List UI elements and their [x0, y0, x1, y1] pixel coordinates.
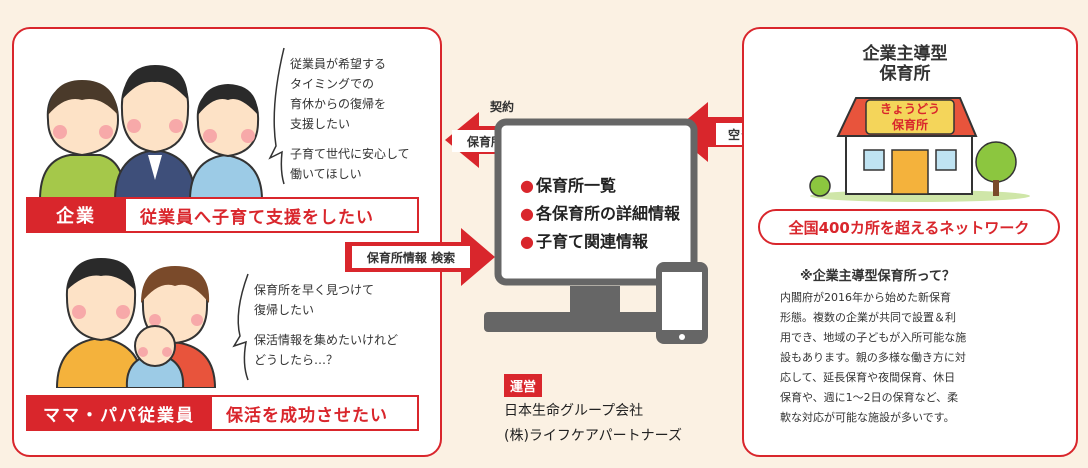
bubble-line: 復帰したい	[254, 303, 315, 317]
note-line: 軟な対応が可能な施設が多いです。	[780, 411, 955, 424]
employee-header: ママ・パパ従業員 保活を成功させたい	[26, 395, 419, 431]
monitor-illustration	[484, 118, 708, 332]
bubble-line: 従業員が希望する	[290, 57, 387, 71]
note-line: 設もあります。親の多様な働き方に対	[780, 351, 966, 364]
note-title: ※企業主導型保育所って？	[800, 269, 955, 284]
bubble-line: 子育て世代に安心して	[290, 147, 410, 161]
company-headline: 従業員へ子育て支援をしたい	[126, 197, 419, 233]
facility-title-line1: 企業主導型	[862, 44, 948, 64]
company-people-illustration	[38, 65, 264, 200]
facility-title: 企業主導型 保育所	[850, 44, 960, 84]
bullet-icon: ●	[520, 232, 534, 251]
employee-speech-bubble: 保育所を早く見つけて 復帰したい 保活情報を集めたいけれど どうしたら…？	[254, 280, 398, 370]
company-tag: 企業	[26, 197, 126, 233]
note-line: 保育や、週に1～2日の保育など、柔	[780, 391, 959, 404]
monitor-item-text: 子育て関連情報	[535, 232, 648, 251]
monitor-item-text: 各保育所の詳細情報	[535, 204, 680, 223]
employee-headline: 保活を成功させたい	[212, 395, 419, 431]
operator-company-name: (株)ライフケアパートナーズ	[504, 428, 682, 444]
operator-label: 運営	[504, 374, 543, 397]
company-header: 企業 従業員へ子育て支援をしたい	[26, 197, 419, 233]
search-label: 保育所情報 検索	[352, 246, 470, 268]
note-line: 形態。複数の企業が共同で設置＆利	[780, 311, 956, 324]
bubble-line: どうしたら…？	[254, 353, 339, 367]
bubble-line: 保育所を早く見つけて	[254, 283, 375, 297]
bubble-line: 働いてほしい	[290, 167, 362, 181]
nursery-sign-line1: きょうどう	[879, 102, 940, 116]
bubble-line: 支援したい	[290, 117, 351, 131]
employee-tag: ママ・パパ従業員	[26, 395, 212, 431]
monitor-item-nursery-details: ●各保育所の詳細情報	[520, 200, 680, 224]
monitor-item-nursery-list: ●保育所一覧	[520, 172, 616, 196]
family-illustration	[55, 258, 217, 388]
bubble-line: タイミングでの	[290, 77, 375, 91]
employee-speech-bubble-outline	[232, 273, 249, 381]
note-body: 内閣府が2016年から始めた新保育 形態。複数の企業が共同で設置＆利 用でき、地…	[780, 288, 966, 428]
note-line: 用でき、地域の子どもが入所可能な施	[780, 331, 967, 344]
company-speech-bubble-outline	[268, 47, 285, 185]
nursery-sign: きょうどう 保育所	[866, 101, 954, 133]
monitor-item-text: 保育所一覧	[535, 176, 616, 195]
bubble-line: 育休からの復帰を	[290, 97, 387, 111]
nursery-building-illustration	[809, 97, 1030, 202]
bullet-icon: ●	[520, 176, 534, 195]
contract-label: 契約	[490, 100, 515, 114]
monitor-item-parenting-info: ●子育て関連情報	[520, 228, 648, 252]
smartphone-illustration	[656, 262, 708, 344]
facility-title-line2: 保育所	[879, 64, 931, 84]
note-line: 内閣府が2016年から始めた新保育	[780, 291, 951, 304]
company-speech-bubble: 従業員が希望する タイミングでの 育休からの復帰を 支援したい 子育て世代に安心…	[290, 54, 410, 184]
bullet-icon: ●	[520, 204, 534, 223]
nursery-sign-line2: 保育所	[891, 118, 928, 132]
note-line: 応して、延長保育や夜間保育、休日	[780, 371, 956, 384]
operator-company-group: 日本生命グループ会社	[504, 403, 644, 419]
bubble-line: 保活情報を集めたいけれど	[254, 333, 399, 347]
network-badge: 全国400カ所を超えるネットワーク	[758, 209, 1060, 245]
